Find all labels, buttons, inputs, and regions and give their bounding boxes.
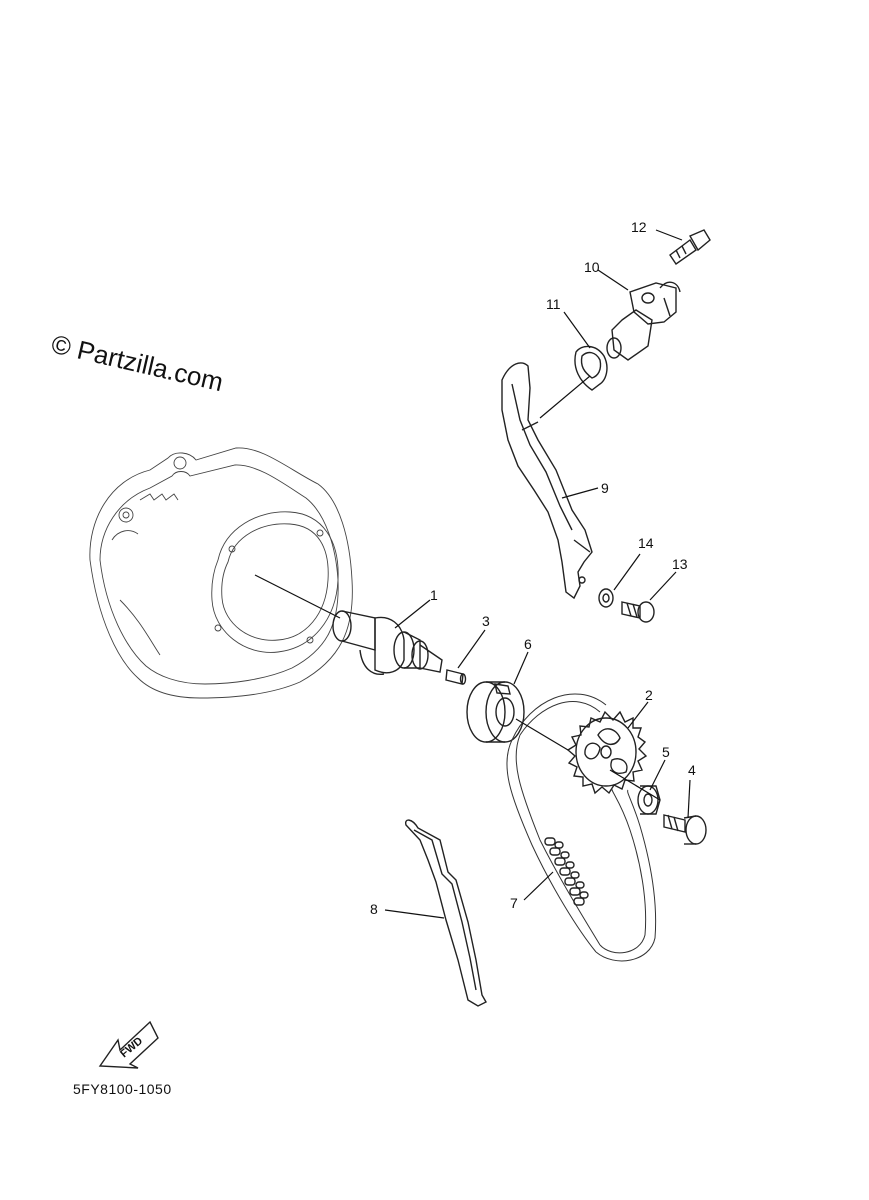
- callout-labels: 1 2 3 4 5 6 7 8 9 10 11 12 13 14: [370, 219, 696, 917]
- collar-part-6: [466, 681, 525, 743]
- cam-sprocket-part-2: [566, 710, 648, 795]
- callout-10: 10: [584, 259, 600, 275]
- watermark-text: © Partzilla.com: [49, 329, 226, 398]
- gasket-part-11: [574, 345, 608, 391]
- leader-lines: [254, 229, 691, 919]
- chain-guide-part-8: [405, 819, 487, 1007]
- callout-14: 14: [638, 535, 654, 551]
- bolt-part-12: [669, 229, 711, 265]
- chain-tensioner-part-10: [606, 281, 681, 361]
- bolt-part-4: [663, 814, 707, 845]
- callout-12: 12: [631, 219, 647, 235]
- chain-links: [544, 837, 589, 906]
- pin-part-3: [445, 669, 467, 685]
- cylinder-head-outline: [89, 447, 353, 699]
- callout-13: 13: [672, 556, 688, 572]
- callout-9: 9: [601, 480, 609, 496]
- callout-6: 6: [524, 636, 532, 652]
- fwd-arrow-icon: FWD: [98, 1020, 159, 1069]
- callout-7: 7: [510, 895, 518, 911]
- callout-3: 3: [482, 613, 490, 629]
- fwd-label: FWD: [118, 1035, 145, 1060]
- callout-2: 2: [645, 687, 653, 703]
- callout-4: 4: [688, 762, 696, 778]
- bolt-part-13: [621, 601, 655, 623]
- callout-8: 8: [370, 901, 378, 917]
- callout-11: 11: [546, 296, 561, 312]
- diagram-code: 5FY8100-1050: [73, 1081, 172, 1097]
- callout-5: 5: [662, 744, 670, 760]
- washer-part-5: [637, 785, 661, 815]
- washer-part-14: [598, 588, 614, 608]
- callout-1: 1: [430, 587, 438, 603]
- camshaft-part-1: [332, 610, 443, 675]
- tensioner-guide-part-9: [501, 362, 593, 600]
